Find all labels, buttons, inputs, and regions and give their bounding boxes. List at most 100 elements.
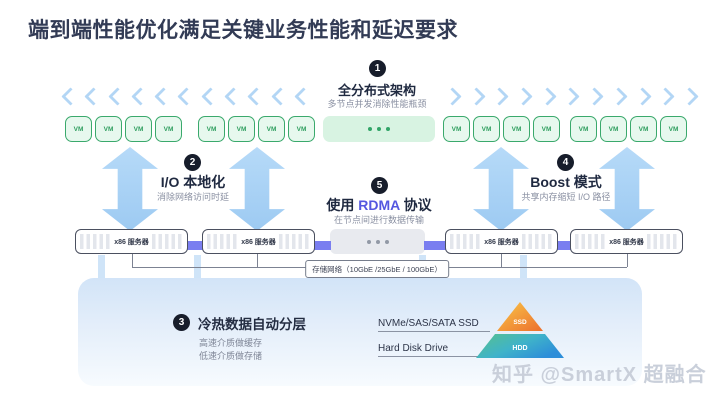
vm-box: VM [65, 116, 92, 142]
step1-subtitle: 多节点并发消除性能瓶颈 [327, 99, 427, 109]
ellipsis-dot [366, 239, 371, 244]
vm-box: VM [228, 116, 255, 142]
leader-line-hdd [378, 356, 478, 357]
server-connector [557, 241, 571, 250]
chevron-right-icon [561, 87, 581, 106]
network-bus-line [257, 254, 258, 267]
io-double-arrow-icon [102, 147, 158, 231]
server-box: x86 服务器 [75, 229, 188, 254]
step3-subtitle-store: 低速介质做存储 [199, 351, 263, 361]
server-label: x86 服务器 [609, 238, 644, 246]
vm-box: VM [155, 116, 182, 142]
chevron-right-icon [680, 87, 699, 106]
pyramid-hdd-label: HDD [512, 345, 527, 352]
vm-group: VM VM VM VM [443, 116, 560, 142]
chevron-right-icon [632, 87, 652, 106]
ellipsis-dot [384, 239, 389, 244]
vm-box: VM [288, 116, 315, 142]
chevron-left-icon [224, 87, 243, 106]
server-box: x86 服务器 [445, 229, 558, 254]
step3-title: 冷热数据自动分层 [198, 317, 306, 332]
server-connector [187, 241, 203, 250]
server-label: x86 服务器 [484, 238, 519, 246]
network-bus-line [627, 254, 628, 267]
storage-network-label: 存储网络（10GbE /25GbE / 100GbE） [305, 260, 449, 278]
step5-badge: 5 [371, 177, 388, 194]
chevron-left-icon [201, 87, 220, 106]
server-stripes [646, 234, 678, 249]
more-vms-box [323, 116, 435, 142]
vm-box: VM [533, 116, 560, 142]
chevron-flow-left [61, 87, 313, 106]
vm-box: VM [473, 116, 500, 142]
step5-title-prefix: 使用 [326, 197, 359, 213]
server-box: x86 服务器 [202, 229, 315, 254]
vm-box: VM [125, 116, 152, 142]
chevron-right-icon [585, 87, 604, 106]
server-stripes [575, 234, 607, 249]
chevron-left-icon [131, 87, 150, 106]
chevron-left-icon [270, 87, 290, 106]
vm-box: VM [443, 116, 470, 142]
vm-group: VM VM VM VM [198, 116, 315, 142]
server-stripes [151, 234, 183, 249]
step4-title: Boost 模式 [530, 174, 602, 190]
chevron-left-icon [61, 87, 80, 106]
page-title: 端到端性能优化满足关键业务性能和延迟要求 [28, 19, 458, 42]
step2-subtitle: 消除网络访问时延 [156, 192, 230, 202]
io-double-arrow-icon [599, 147, 655, 231]
step4-badge: 4 [557, 154, 574, 171]
chevron-right-icon [443, 87, 462, 106]
chevron-right-icon [538, 87, 557, 106]
step5-title-suffix: 协议 [399, 197, 432, 213]
step5-title: 使用 RDMA 协议 [326, 195, 431, 215]
network-bus-line [501, 254, 502, 267]
watermark: 知乎 @SmartX 超融合 [492, 364, 707, 386]
vm-box: VM [95, 116, 122, 142]
step3-subtitle-cache: 高速介质做缓存 [199, 338, 263, 348]
media-label-ssd: NVMe/SAS/SATA SSD [378, 318, 479, 329]
more-servers-box [330, 229, 425, 254]
media-label-hdd: Hard Disk Drive [378, 343, 449, 354]
vm-box: VM [258, 116, 285, 142]
server-label: x86 服务器 [114, 238, 149, 246]
step3-badge: 3 [173, 314, 190, 331]
tiering-panel [78, 278, 642, 386]
chevron-left-icon [154, 87, 173, 106]
chevron-left-icon [294, 87, 313, 106]
pyramid-ssd-layer [497, 302, 543, 331]
io-double-arrow-icon [473, 147, 529, 231]
server-stripes [80, 234, 112, 249]
vm-group: VM VM VM VM [65, 116, 182, 142]
tiering-pyramid: SSD HDD [476, 302, 564, 358]
step5-title-rdma: RDMA [358, 197, 400, 213]
server-box: x86 服务器 [570, 229, 683, 254]
panel-drop-bar [98, 255, 105, 278]
chevron-right-icon [490, 87, 510, 106]
ellipsis-dot [368, 127, 372, 131]
io-double-arrow-icon [229, 147, 285, 231]
chevron-flow-right [443, 87, 699, 106]
panel-drop-bar [194, 255, 201, 278]
panel-drop-bar [520, 255, 527, 278]
vm-group: VM VM VM VM [570, 116, 687, 142]
step2-badge: 2 [184, 154, 201, 171]
vm-box: VM [630, 116, 657, 142]
server-label: x86 服务器 [241, 238, 276, 246]
network-bus-line [132, 254, 133, 267]
ellipsis-dot [377, 127, 381, 131]
server-stripes [521, 234, 553, 249]
vm-box: VM [600, 116, 627, 142]
server-stripes [278, 234, 310, 249]
server-connector [314, 241, 331, 250]
chevron-left-icon [247, 87, 267, 106]
chevron-right-icon [656, 87, 675, 106]
chevron-left-icon [177, 87, 197, 106]
step5-subtitle: 在节点间进行数据传输 [333, 215, 425, 225]
step2-title: I/O 本地化 [160, 174, 226, 190]
leader-line-ssd [378, 331, 490, 332]
ellipsis-dot [375, 239, 380, 244]
chevron-left-icon [107, 87, 127, 106]
chevron-right-icon [609, 87, 628, 106]
